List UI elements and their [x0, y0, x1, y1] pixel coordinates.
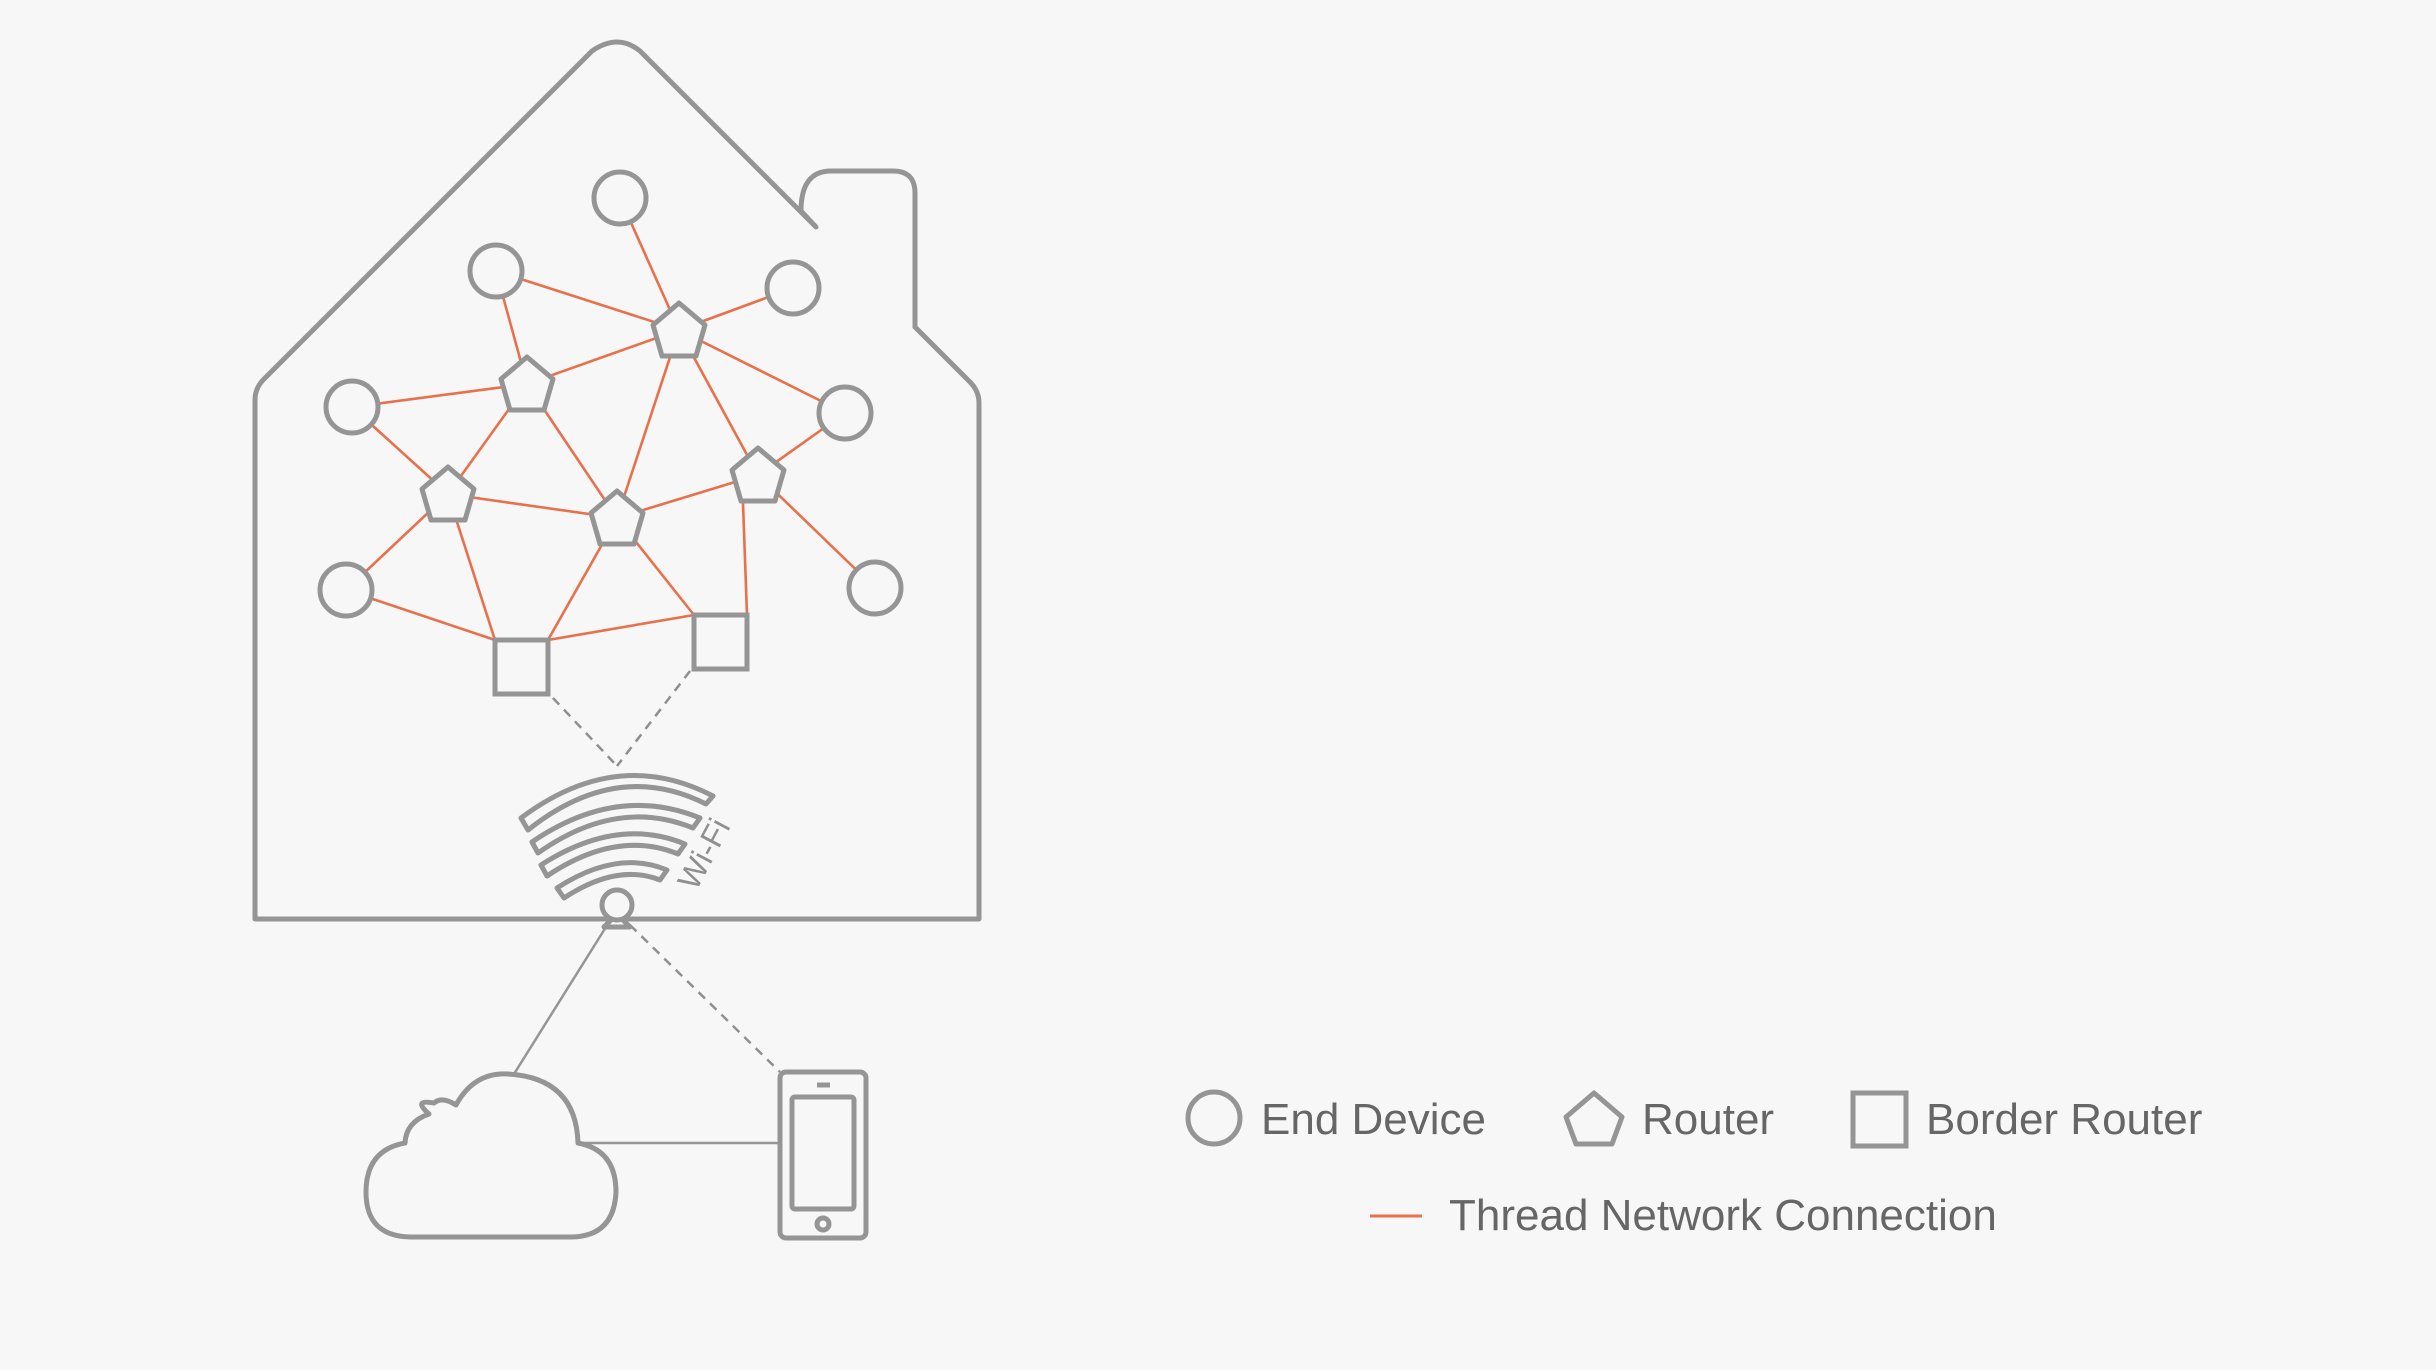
end-device-node [323, 378, 381, 436]
router-node [650, 300, 708, 359]
border-router-node [691, 612, 750, 672]
router-node [729, 445, 787, 504]
border-routers [492, 612, 750, 697]
end-device-node [846, 559, 904, 617]
legend-router-icon [1563, 1090, 1625, 1147]
border-router-node [492, 637, 551, 697]
legend-end-device-icon [1185, 1089, 1243, 1147]
routers [419, 300, 787, 547]
router-node [498, 354, 556, 413]
phone-icon [777, 1069, 869, 1241]
cloud-icon [363, 1071, 619, 1240]
legend: End Device Router Border Router Thread N… [1185, 1089, 2202, 1240]
legend-router-label: Router [1642, 1095, 1774, 1144]
router-node [588, 488, 646, 547]
wifi-icon [518, 773, 716, 930]
end-device-node [764, 259, 822, 317]
house-outline [252, 39, 982, 922]
end-device-node [317, 561, 375, 619]
end-device-node [591, 169, 649, 227]
legend-thread-connection-label: Thread Network Connection [1449, 1191, 1997, 1240]
end-device-node [467, 242, 525, 300]
legend-border-router-icon [1850, 1090, 1909, 1149]
end-device-node [816, 384, 874, 442]
router-node [419, 464, 477, 523]
end-devices [317, 169, 904, 619]
solid-links [512, 918, 780, 1145]
legend-border-router-label: Border Router [1926, 1095, 2202, 1144]
legend-end-device-label: End Device [1261, 1095, 1486, 1144]
dashed-links [552, 670, 781, 1073]
